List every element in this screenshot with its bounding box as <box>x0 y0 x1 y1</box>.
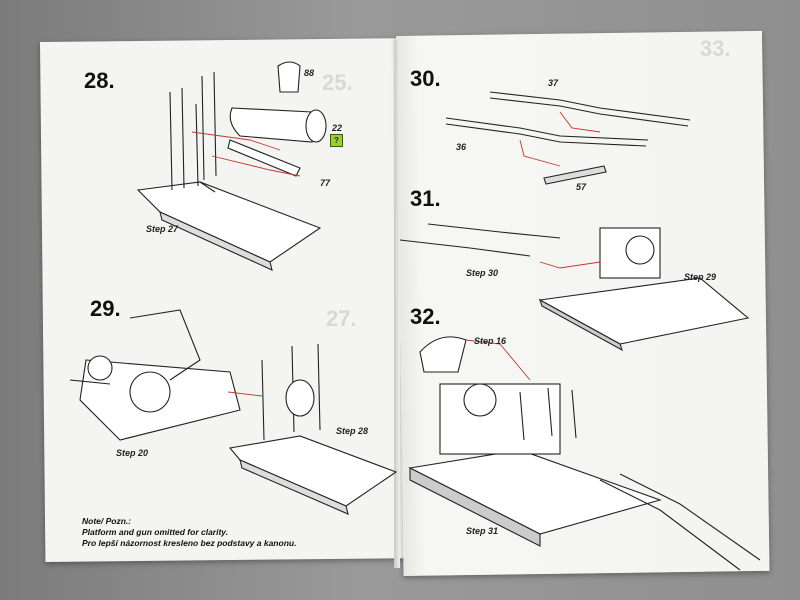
ghost-step-number: 25. <box>322 70 353 95</box>
step-number-28: 28. <box>84 68 115 93</box>
question-mark-icon: ? <box>330 134 343 147</box>
step-reference-label: Step 28 <box>336 426 369 436</box>
part-number: 22 <box>332 123 343 133</box>
note-czech: Pro lepší názornost kresleno bez podstav… <box>82 538 297 548</box>
part-number: 36 <box>456 142 467 152</box>
step30-rails-drawing <box>445 91 691 185</box>
booklet-spine <box>394 40 400 568</box>
step-reference-label: Step 27 <box>146 224 179 234</box>
step32-full-assembly-drawing <box>408 336 761 571</box>
part-number: 77 <box>320 178 331 188</box>
clarity-note: Note/ Pozn.: Platform and gun omitted fo… <box>82 516 296 549</box>
note-english: Platform and gun omitted for clarity. <box>82 527 229 537</box>
step-number-31: 31. <box>410 186 441 211</box>
step31-chassis-drawing <box>399 223 750 352</box>
step29-gun-drawing <box>69 309 398 515</box>
step-reference-label: Step 31 <box>466 526 499 536</box>
step-reference-label: Step 16 <box>474 336 507 346</box>
step-number-32: 32. <box>410 304 441 329</box>
ghost-step-number: 27. <box>326 306 357 331</box>
part-number: 57 <box>576 182 587 192</box>
step28-chassis-drawing <box>136 61 327 271</box>
step-number-29: 29. <box>90 296 121 321</box>
assembly-guide-lines <box>191 111 601 397</box>
part-number: 88 <box>304 68 315 78</box>
note-heading: Note/ Pozn.: <box>82 516 132 526</box>
step-reference-label: Step 30 <box>466 268 499 278</box>
step-reference-label: Step 29 <box>684 272 717 282</box>
ghost-step-number: 33. <box>700 36 731 61</box>
step-number-30: 30. <box>410 66 441 91</box>
part-number: 37 <box>548 78 559 88</box>
step-reference-label: Step 20 <box>116 448 149 458</box>
